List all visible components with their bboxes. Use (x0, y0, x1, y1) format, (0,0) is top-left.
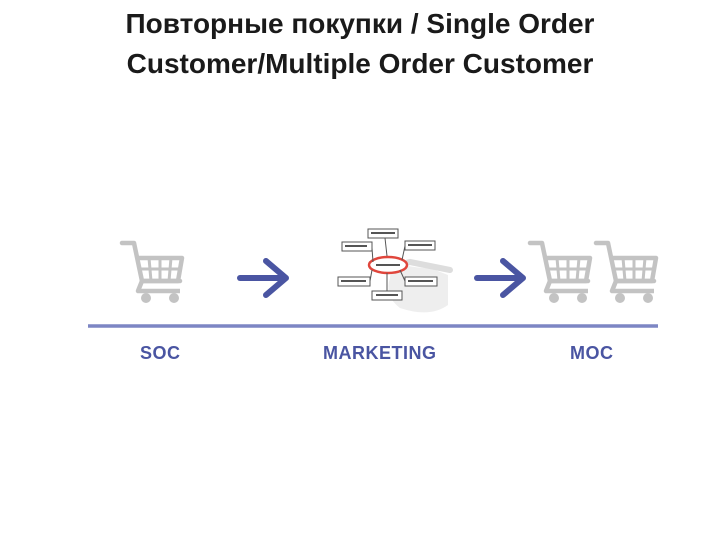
marketing-label: MARKETING (323, 343, 437, 363)
arrow-right-icon (240, 261, 286, 295)
moc-label: MOC (570, 343, 614, 363)
shopping-cart-icon (596, 243, 656, 303)
soc-label: SOC (140, 343, 181, 363)
slide-title: Повторные покупки / Single Order Custome… (0, 4, 720, 84)
arrow-right-icon (477, 261, 523, 295)
marketing-chart-sketch (337, 228, 453, 313)
shopping-cart-icon (122, 243, 182, 303)
shopping-cart-icon (530, 243, 590, 303)
title-line-1: Повторные покупки / Single Order (125, 8, 595, 39)
title-line-2: Customer/Multiple Order Customer (126, 48, 594, 79)
